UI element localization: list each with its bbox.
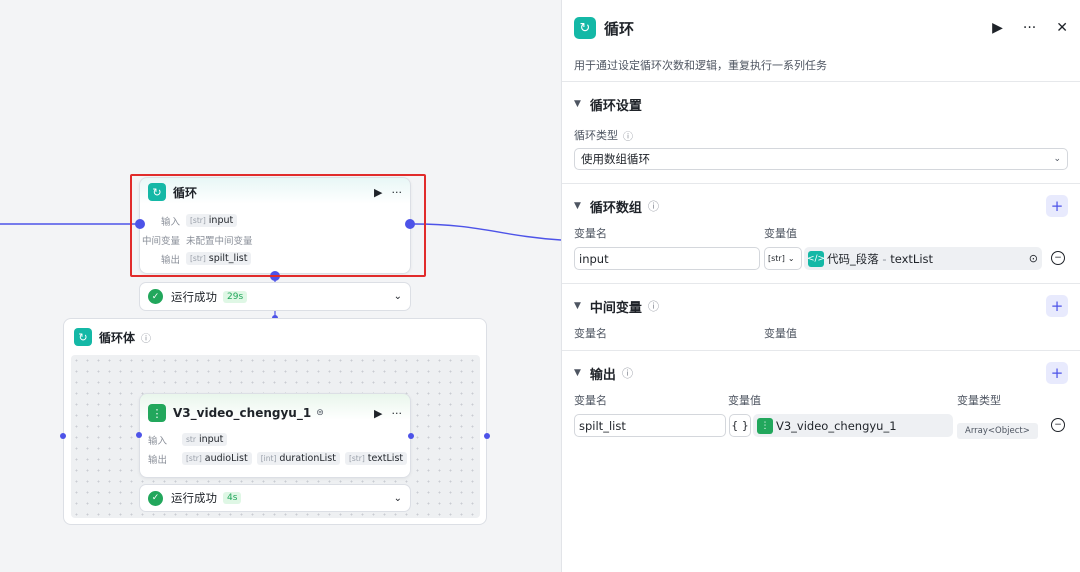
success-icon: ✓ [148,289,163,304]
info-icon[interactable]: ⓘ [647,200,659,213]
info-icon[interactable]: ⓘ [647,300,659,313]
loop-node-title: 循环 [173,185,198,200]
loop-in-port[interactable] [135,219,145,229]
col-var-value: 变量值 [764,327,797,340]
output-var-name-input[interactable]: spilt_list [574,414,726,437]
video-status-text: 运行成功 [171,491,217,505]
video-output-row: 输出 [str]audioList [int]durationList [str… [140,449,410,468]
chevron-down-icon: ⌄ [787,254,795,263]
col-var-name: 变量名 [574,327,607,340]
remove-array-button[interactable]: − [1051,251,1065,265]
plugin-icon: ⋮ [148,404,166,422]
section-loop-settings: ▼ 循环设置 循环类型 ⓘ 使用数组循环 ⌄ [562,82,1080,184]
video-status-bar[interactable]: ✓ 运行成功 4s ⌄ [139,484,411,512]
section-loop-array: ▼ 循环数组 ⓘ + 变量名 变量值 input [str] ⌄ </> 代码_… [562,184,1080,284]
video-out-port[interactable] [408,433,414,439]
section-title: 输出 [589,367,616,383]
loop-status-bar[interactable]: ✓ 运行成功 29s ⌄ [139,282,411,311]
section-title: 循环数组 [589,200,642,216]
chevron-down-icon[interactable]: ⌄ [393,492,402,504]
panel-title: 循环 [604,19,635,38]
panel-description: 用于通过设定循环次数和逻辑，重复执行一系列任务 [562,56,1080,82]
array-type-select[interactable]: [str] ⌄ [764,247,802,270]
body-left-port[interactable] [60,433,66,439]
loop-time-badge: 29s [223,290,248,303]
video-time-badge: 4s [223,492,242,504]
config-panel: ↻ 循环 ▶ ··· ✕ 用于通过设定循环次数和逻辑，重复执行一系列任务 ▼ 循… [561,0,1080,572]
run-icon[interactable]: ▶ [374,185,383,199]
output-brace-toggle[interactable]: { } [729,414,751,437]
chevron-down-icon[interactable]: ▼ [574,99,581,109]
section-output: ▼ 输出 ⓘ + 变量名 变量值 变量类型 spilt_list { } ⋮ V… [562,351,1080,451]
loop-type-select[interactable]: 使用数组循环 ⌄ [574,148,1068,170]
edge-loop-out [413,223,562,241]
more-icon[interactable]: ··· [391,406,403,420]
col-var-name: 变量名 [574,227,607,240]
loop-input-row: 输入 [str]input [140,211,410,230]
loop-output-row: 输出 [str]spilt_list [140,249,410,268]
plugin-icon: ⋮ [757,417,773,434]
loop-icon: ↻ [148,183,166,201]
array-var-name-input[interactable]: input [574,247,760,270]
highlight-box [130,174,426,277]
loop-body-title: 循环体 [99,330,136,345]
loop-type-label: 循环类型 [574,129,618,142]
loop-icon: ↻ [574,17,596,39]
section-title: 中间变量 [589,300,642,316]
code-icon: </> [807,250,825,267]
video-in-port[interactable] [136,432,142,438]
add-output-button[interactable]: + [1046,362,1068,384]
col-var-type: 变量类型 [957,394,1001,407]
add-array-button[interactable]: + [1046,195,1068,217]
output-type-tag: Array<Object> [957,418,1038,439]
col-var-name: 变量名 [574,394,607,407]
badge-icon: ⊜ [316,408,324,418]
loop-out-port[interactable] [405,219,415,229]
success-icon: ✓ [148,490,163,506]
section-title: 循环设置 [589,98,642,114]
video-node-title: V3_video_chengyu_1 [173,406,312,420]
col-var-value: 变量值 [728,394,761,407]
chevron-down-icon[interactable]: ▼ [574,301,581,311]
run-icon[interactable]: ▶ [374,406,383,420]
col-var-value: 变量值 [764,227,797,240]
loop-mid-row: 中间变量 未配置中间变量 [141,235,253,247]
more-icon[interactable]: ··· [1022,20,1037,36]
chevron-down-icon[interactable]: ▼ [574,368,581,378]
add-mid-var-button[interactable]: + [1046,295,1068,317]
chevron-down-icon[interactable]: ▼ [574,201,581,211]
loop-status-text: 运行成功 [171,289,217,304]
target-icon[interactable]: ⊙ [1028,252,1038,265]
close-icon[interactable]: ✕ [1056,20,1068,36]
more-icon[interactable]: ··· [391,185,403,199]
info-icon[interactable]: ⓘ [141,333,152,345]
array-var-ref[interactable]: </> 代码_段落 - textList ⊙ [804,247,1042,270]
run-icon[interactable]: ▶ [992,20,1003,36]
section-mid-vars: ▼ 中间变量 ⓘ + 变量名 变量值 [562,284,1080,351]
info-icon[interactable]: ⓘ [623,131,633,143]
output-var-ref[interactable]: ⋮ V3_video_chengyu_1 [753,414,953,437]
loop-body-icon: ↻ [74,328,92,346]
body-right-port[interactable] [484,433,490,439]
chevron-down-icon[interactable]: ⌄ [393,291,402,302]
remove-output-button[interactable]: − [1051,418,1065,432]
info-icon[interactable]: ⓘ [621,367,633,380]
chevron-down-icon: ⌄ [1053,154,1061,164]
